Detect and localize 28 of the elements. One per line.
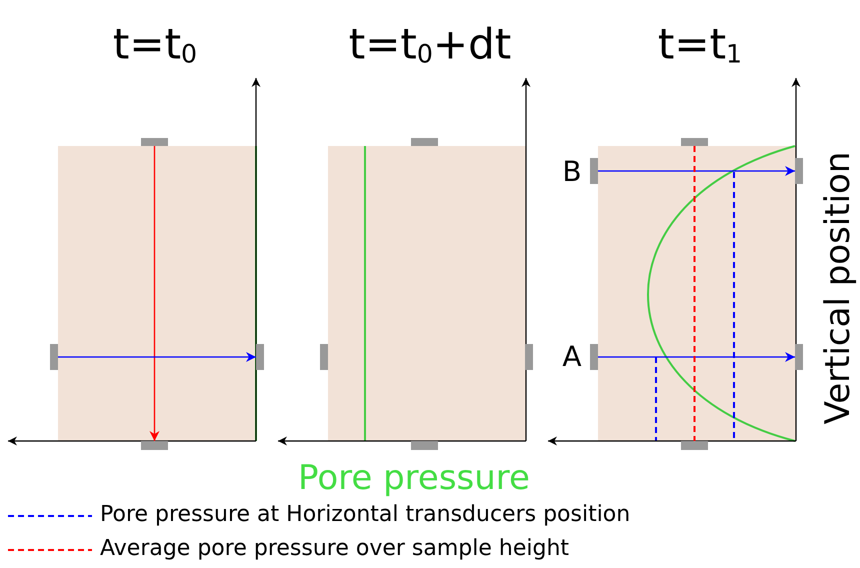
average-pressure-line bbox=[694, 146, 696, 441]
time-label: t=t$_{0}$ bbox=[112, 24, 198, 66]
transducer-bar bbox=[256, 344, 264, 370]
transducer-bar bbox=[590, 158, 598, 184]
transducer-bar bbox=[411, 138, 438, 146]
arrow bbox=[58, 352, 256, 362]
transducer-bar bbox=[141, 441, 168, 450]
time-label: t=t$_{0}$+dt bbox=[348, 24, 512, 66]
transducer-bar bbox=[525, 344, 533, 370]
legend-text: Average pore pressure over sample height bbox=[100, 538, 570, 560]
transducer-bar bbox=[681, 441, 708, 450]
legend-text: Pore pressure at Horizontal transducers position bbox=[100, 504, 630, 526]
transducer-label: B bbox=[562, 158, 582, 186]
transducer-bar bbox=[50, 344, 58, 370]
transducer-bar bbox=[320, 344, 328, 370]
arrow bbox=[598, 352, 795, 362]
transducer-bar bbox=[411, 441, 438, 450]
arrow bbox=[150, 146, 160, 441]
transducer-bar bbox=[141, 138, 168, 146]
axis-label: Pore pressure bbox=[298, 461, 530, 495]
transducer-label: A bbox=[562, 343, 582, 371]
arrow bbox=[598, 166, 795, 176]
transducer-bar bbox=[795, 344, 803, 370]
transducer-bar bbox=[590, 344, 598, 370]
transducer-bar bbox=[795, 158, 803, 184]
time-label: t=t$_{1}$ bbox=[658, 24, 742, 66]
transducer-bar bbox=[681, 138, 708, 146]
axis-label: Vertical position bbox=[821, 152, 855, 424]
